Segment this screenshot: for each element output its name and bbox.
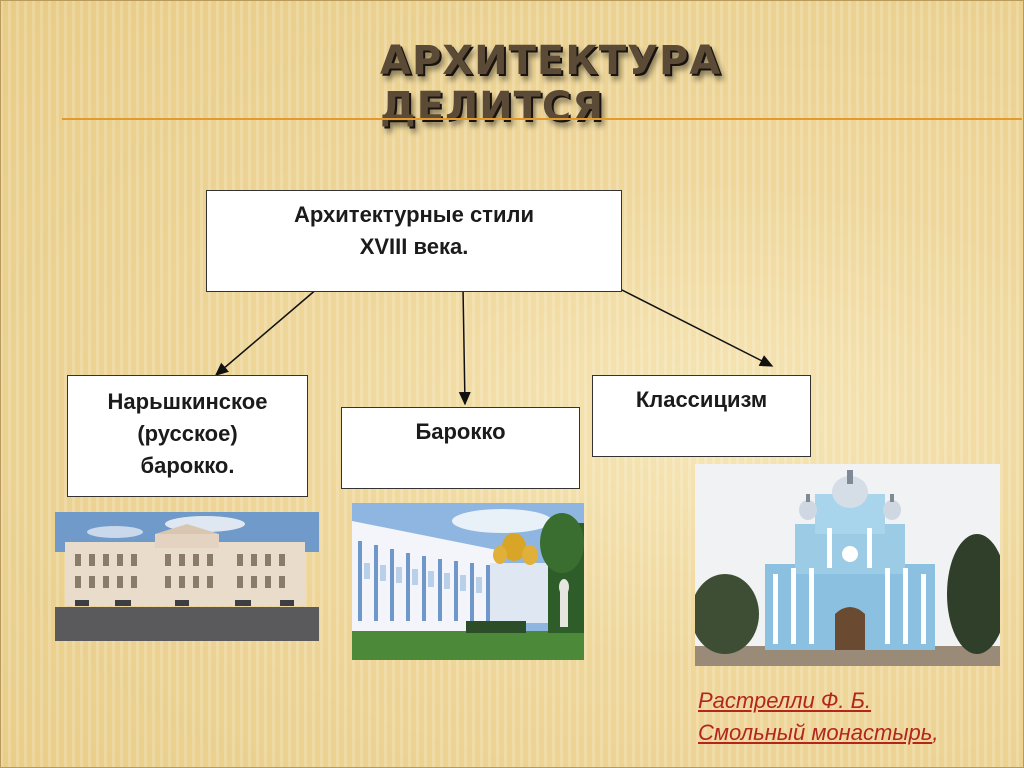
- box-naryshkin-baroque: Нарьшкинское (русское) барокко.: [67, 375, 308, 497]
- root-box-line2: XVIII века.: [359, 234, 469, 259]
- photo-caption-rastrelli: Растрелли Ф. Б. Смольный монастырь,: [698, 685, 998, 749]
- root-box-styles-18th-century: Архитектурные стили XVIII века.: [206, 190, 622, 292]
- baroque-label: Барокко: [415, 419, 506, 444]
- box-classicism: Классицизм: [592, 375, 811, 457]
- classicism-label: Классицизм: [635, 387, 768, 412]
- photo-smolny-cathedral: [695, 464, 1000, 666]
- root-box-line1: Архитектурные стили: [294, 202, 534, 227]
- naryshkin-line3: барокко.: [140, 453, 235, 478]
- photo-palace-naryshkin: [55, 512, 319, 641]
- slide-title: АРХИТЕКТУРА ДЕЛИТСЯ: [380, 38, 722, 130]
- arrow-to-naryshkin: [214, 287, 319, 376]
- photo-catherine-palace-baroque: [352, 503, 584, 660]
- title-underline: [62, 118, 1022, 120]
- naryshkin-line2: (русское): [137, 421, 238, 446]
- box-baroque: Барокко: [341, 407, 580, 489]
- naryshkin-line1: Нарьшкинское: [107, 389, 268, 414]
- caption-comma: ,: [932, 720, 939, 745]
- arrow-to-baroque: [458, 287, 471, 406]
- arrow-to-classicism: [617, 287, 774, 367]
- caption-line1[interactable]: Растрелли Ф. Б.: [698, 688, 872, 713]
- caption-line2[interactable]: Смольный монастырь: [698, 720, 933, 745]
